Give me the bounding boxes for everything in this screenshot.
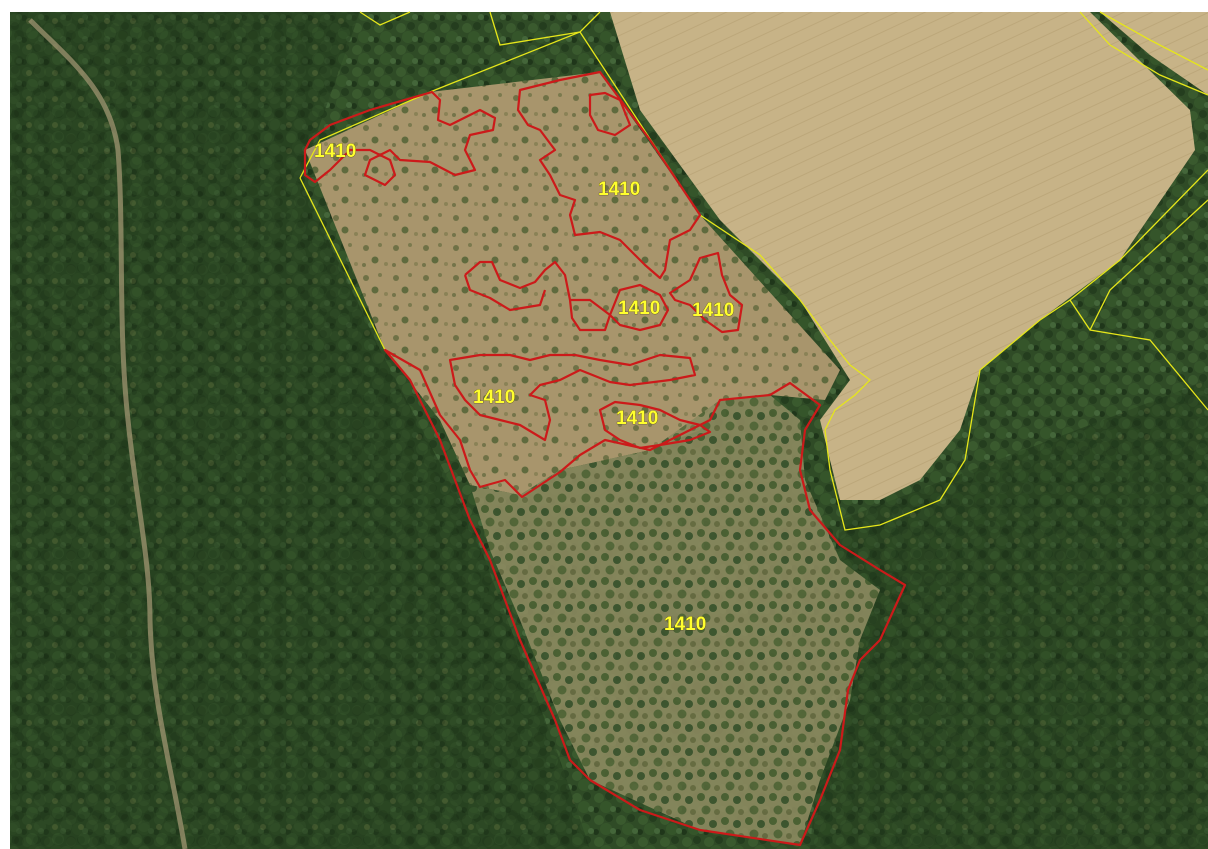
field-corner <box>1100 12 1208 95</box>
parcel-outline-center-c <box>608 283 670 332</box>
track <box>28 18 188 849</box>
cadastral-line <box>489 11 581 46</box>
parcel-outline-lower-a <box>448 353 697 442</box>
cadastral-line <box>1079 11 1208 96</box>
parcel-outline-main <box>383 348 907 847</box>
parcel-outline-center-a <box>464 260 612 332</box>
clearing-area <box>305 72 840 495</box>
cadastral-line <box>359 11 411 26</box>
parcel-outline-center-b <box>463 274 547 312</box>
forest-left <box>10 12 590 849</box>
forest-right <box>810 380 1208 849</box>
cadastral-line <box>299 177 386 351</box>
imagery-layer <box>10 12 1208 849</box>
parcel-outline-top <box>516 70 702 280</box>
parcel-label: 1410 <box>314 141 356 162</box>
parcel-label: 1410 <box>473 387 515 408</box>
habitat-outline-layer <box>303 70 907 847</box>
parcel-label: 1410 <box>616 408 658 429</box>
field-area <box>610 12 1195 500</box>
outer-parcel-outline <box>303 90 497 187</box>
parcel-outline-right <box>668 251 744 334</box>
cadastral-line <box>1069 299 1208 411</box>
parcel-label: 1410 <box>664 614 706 635</box>
parcel-label: 1410 <box>692 300 734 321</box>
cadastral-line <box>1089 199 1208 331</box>
cadastral-line <box>579 31 1208 531</box>
cadastral-line <box>1099 11 1208 71</box>
parcel-outline-lower-b <box>598 400 712 450</box>
parcel-label: 1410 <box>618 298 660 319</box>
parcel-outline-top-inner <box>588 91 632 137</box>
shrub-area <box>470 395 880 845</box>
label-layer: 1410 1410 1410 1410 1410 1410 1410 <box>314 141 735 636</box>
parcel-label: 1410 <box>598 179 640 200</box>
